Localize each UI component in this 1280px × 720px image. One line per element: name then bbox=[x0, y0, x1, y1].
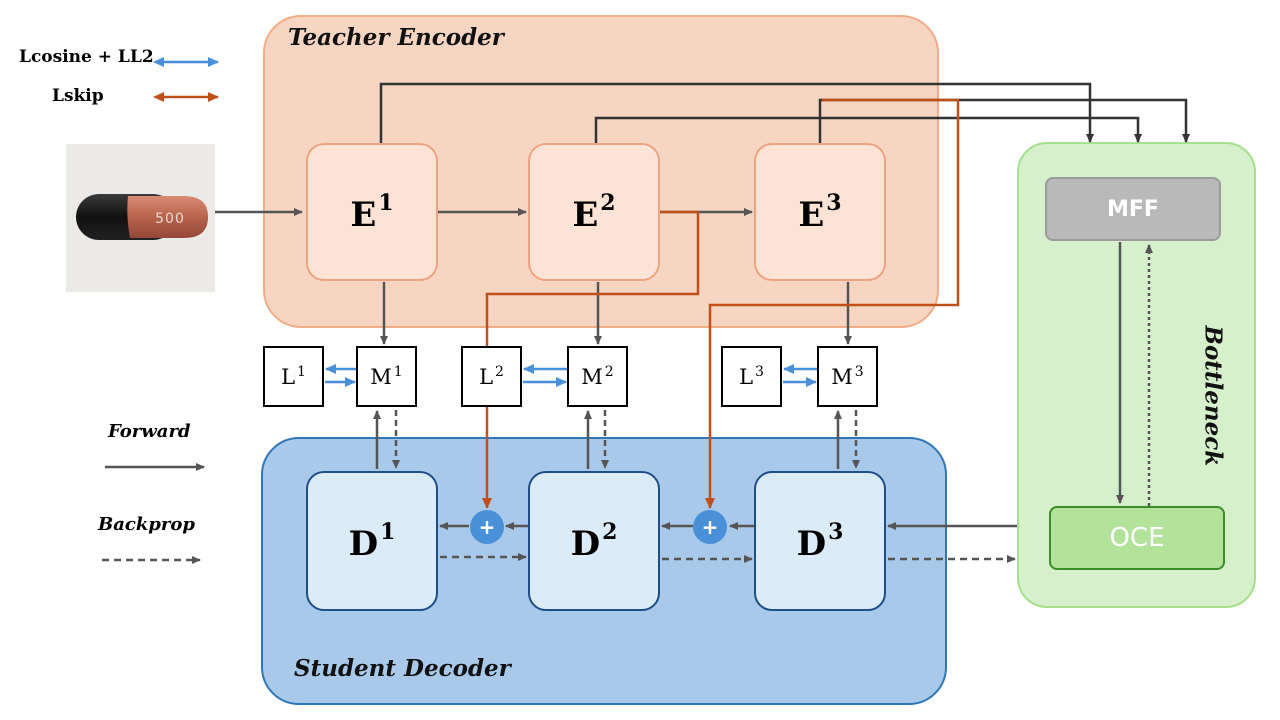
e1-to-mff-line bbox=[379, 82, 1094, 143]
mff-module: MFF bbox=[1045, 177, 1221, 241]
teacher-encoder-title: Teacher Encoder bbox=[288, 24, 504, 51]
encoder-block-e2: E2 bbox=[528, 143, 660, 281]
legend-cosine-l2-label: Lcosine + LL2 bbox=[19, 47, 154, 67]
legend-skip-label: Lskip bbox=[52, 86, 104, 106]
decoder-block-d1: D1 bbox=[306, 471, 438, 611]
student-decoder-title: Student Decoder bbox=[294, 655, 511, 682]
capsule-imprint: 500 bbox=[155, 211, 185, 227]
oce-module: OCE bbox=[1049, 506, 1225, 570]
e3-to-mff-line bbox=[818, 98, 1190, 143]
encoder-block-e1: E1 bbox=[306, 143, 438, 281]
legend-forward-label: Forward bbox=[108, 421, 191, 442]
oce-label: OCE bbox=[1109, 523, 1165, 553]
sum-node-2: + bbox=[693, 510, 727, 544]
legend-backprop-label: Backprop bbox=[98, 514, 195, 535]
sum-node-1: + bbox=[470, 510, 504, 544]
e3-skip-to-plus2 bbox=[705, 98, 960, 509]
e2-to-mff-line bbox=[594, 116, 1142, 143]
mff-label: MFF bbox=[1107, 196, 1159, 222]
decoder-block-d3: D3 bbox=[754, 471, 886, 611]
input-capsule-image: 500 bbox=[66, 144, 215, 292]
encoder-block-e3: E3 bbox=[754, 143, 886, 281]
capsule-icon: 500 bbox=[76, 194, 208, 240]
decoder-block-d2: D2 bbox=[528, 471, 660, 611]
